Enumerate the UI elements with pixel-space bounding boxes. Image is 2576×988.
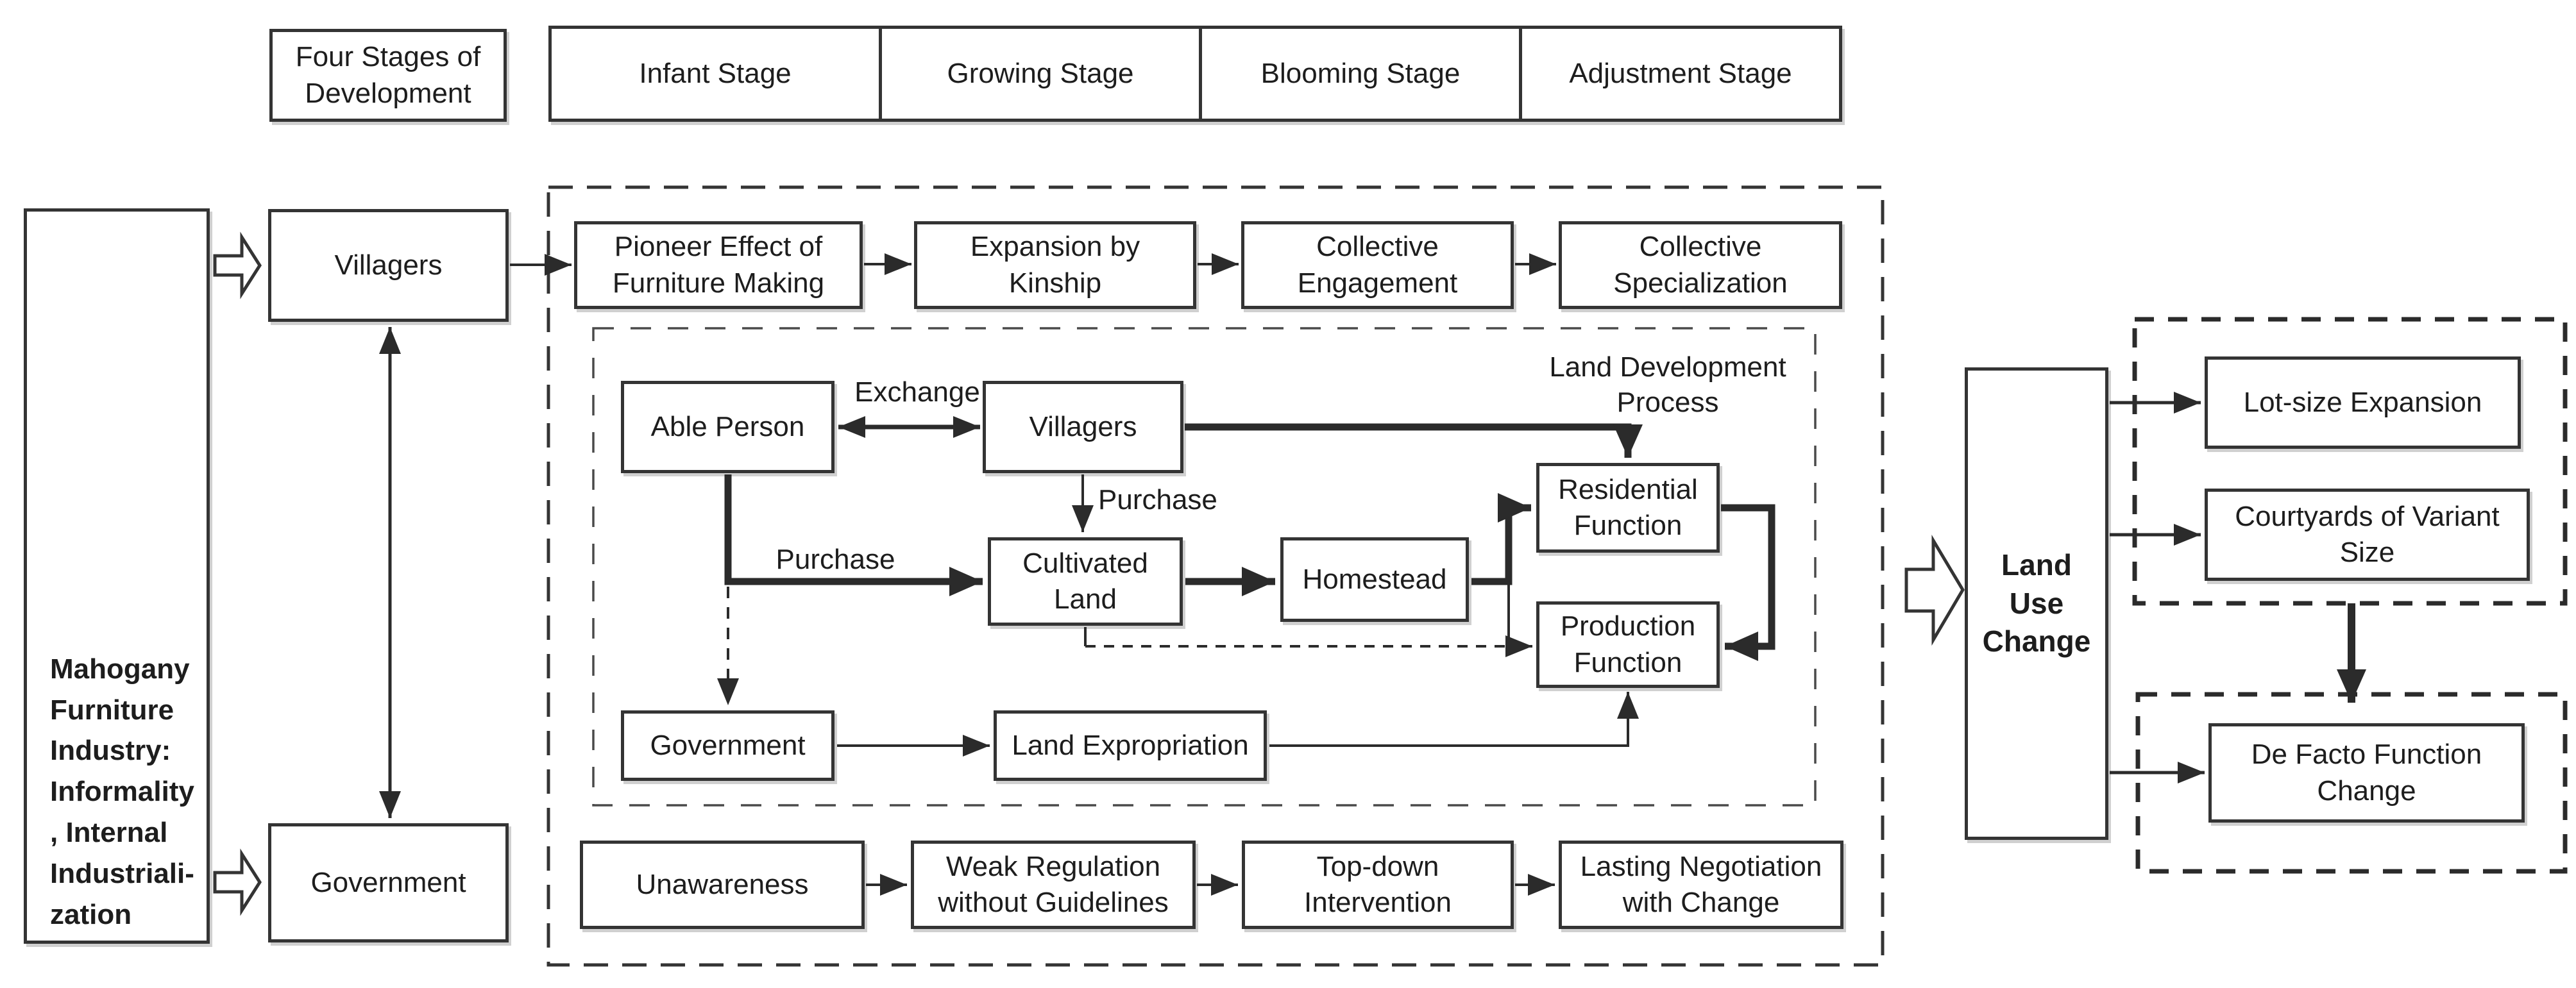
unawareness-box: Unawareness (580, 841, 865, 929)
hollow-arrow-icon-government (213, 848, 262, 916)
top-down-intervention-label: Top-down Intervention (1304, 850, 1452, 918)
four-stages-box: Four Stages of Development (269, 29, 507, 122)
stage-label: Blooming Stage (1260, 58, 1461, 89)
able-person-box: Able Person (621, 381, 835, 473)
collective-engagement-box: Collective Engagement (1241, 221, 1514, 309)
able-person-label: Able Person (650, 410, 805, 442)
top-down-intervention-box: Top-down Intervention (1242, 841, 1514, 929)
purchase-villagers-label: Purchase (1098, 484, 1217, 515)
exchange-label: Exchange (854, 376, 980, 408)
pioneer-effect-label: Pioneer Effect of Furniture Making (612, 231, 825, 299)
stage-header-row: Infant Stage Growing Stage Blooming Stag… (548, 26, 1842, 122)
stage-cell-adjustment: Adjustment Stage (1519, 29, 1839, 119)
land-development-process-title: Land Development Process (1549, 351, 1786, 418)
production-function-label: Production Function (1560, 610, 1696, 678)
expansion-kinship-label: Expansion by Kinship (970, 231, 1140, 299)
cultivated-land-box: Cultivated Land (988, 537, 1183, 626)
government-inner-label: Government (650, 729, 806, 761)
de-facto-function-change-label: De Facto Function Change (2251, 739, 2482, 807)
stage-label: Growing Stage (947, 58, 1134, 89)
government-inner-box: Government (621, 710, 835, 781)
morphology-dashed-region (2132, 317, 2568, 606)
arrow-expropriation-to-production (1269, 692, 1639, 747)
lasting-negotiation-label: Lasting Negotiation with Change (1580, 850, 1822, 918)
courtyards-label: Courtyards of Variant Size (2235, 500, 2500, 568)
mahogany-industry-box: Mahogany Furniture Industry: Informality… (24, 208, 210, 944)
expansion-kinship-box: Expansion by Kinship (914, 221, 1196, 309)
arrow-residential-to-production (1721, 504, 1775, 661)
stage-label: Infant Stage (639, 58, 792, 89)
residential-function-label: Residential Function (1558, 473, 1698, 541)
homestead-label: Homestead (1302, 563, 1447, 595)
land-development-dashed-region (592, 327, 1817, 807)
stage-cell-growing: Growing Stage (879, 29, 1199, 119)
outer-dashed-region (547, 185, 1885, 967)
collective-engagement-label: Collective Engagement (1297, 231, 1458, 299)
land-expropriation-box: Land Expropriation (994, 710, 1267, 781)
hollow-arrow-icon-villagers (213, 231, 262, 299)
stage-cell-infant: Infant Stage (552, 29, 879, 119)
villagers-inner-box: Villagers (983, 381, 1183, 473)
land-use-change-label: Land Use Change (1982, 548, 2091, 658)
lasting-negotiation-box: Lasting Negotiation with Change (1559, 841, 1843, 929)
production-function-box: Production Function (1536, 601, 1720, 688)
mahogany-industry-label: Mahogany Furniture Industry: Informality… (50, 653, 194, 930)
lot-size-expansion-box: Lot-size Expansion (2205, 356, 2521, 449)
villagers-inner-label: Villagers (1029, 410, 1137, 442)
cultivated-land-label: Cultivated Land (1022, 547, 1148, 615)
courtyards-box: Courtyards of Variant Size (2205, 489, 2530, 581)
weak-regulation-label: Weak Regulation without Guidelines (938, 850, 1169, 918)
lot-size-expansion-label: Lot-size Expansion (2243, 386, 2482, 418)
government-actor-label: Government (310, 866, 466, 898)
collective-specialization-label: Collective Specialization (1613, 231, 1788, 299)
stage-label: Adjustment Stage (1569, 58, 1792, 89)
land-use-change-box: Land Use Change (1965, 367, 2108, 840)
de-facto-function-change-box: De Facto Function Change (2208, 723, 2525, 823)
land-expropriation-label: Land Expropriation (1012, 729, 1249, 761)
hollow-arrow-icon-land-use-change (1904, 534, 1965, 646)
arrow-able-person-purchase-cultivated (724, 474, 983, 596)
residential-function-box: Residential Function (1536, 463, 1720, 553)
unawareness-label: Unawareness (636, 868, 809, 900)
stage-cell-blooming: Blooming Stage (1199, 29, 1519, 119)
collective-specialization-box: Collective Specialization (1559, 221, 1842, 309)
government-actor-box: Government (268, 823, 509, 942)
villagers-actor-label: Villagers (334, 249, 443, 281)
villagers-actor-box: Villagers (268, 209, 509, 322)
arrow-villagers-to-residential (1185, 423, 1643, 458)
pioneer-effect-box: Pioneer Effect of Furniture Making (574, 221, 863, 309)
arrow-homestead-to-residential (1471, 493, 1531, 585)
four-stages-label: Four Stages of Development (295, 41, 481, 109)
weak-regulation-box: Weak Regulation without Guidelines (911, 841, 1196, 929)
purchase-able-person-label: Purchase (775, 544, 895, 575)
homestead-box: Homestead (1280, 537, 1469, 622)
